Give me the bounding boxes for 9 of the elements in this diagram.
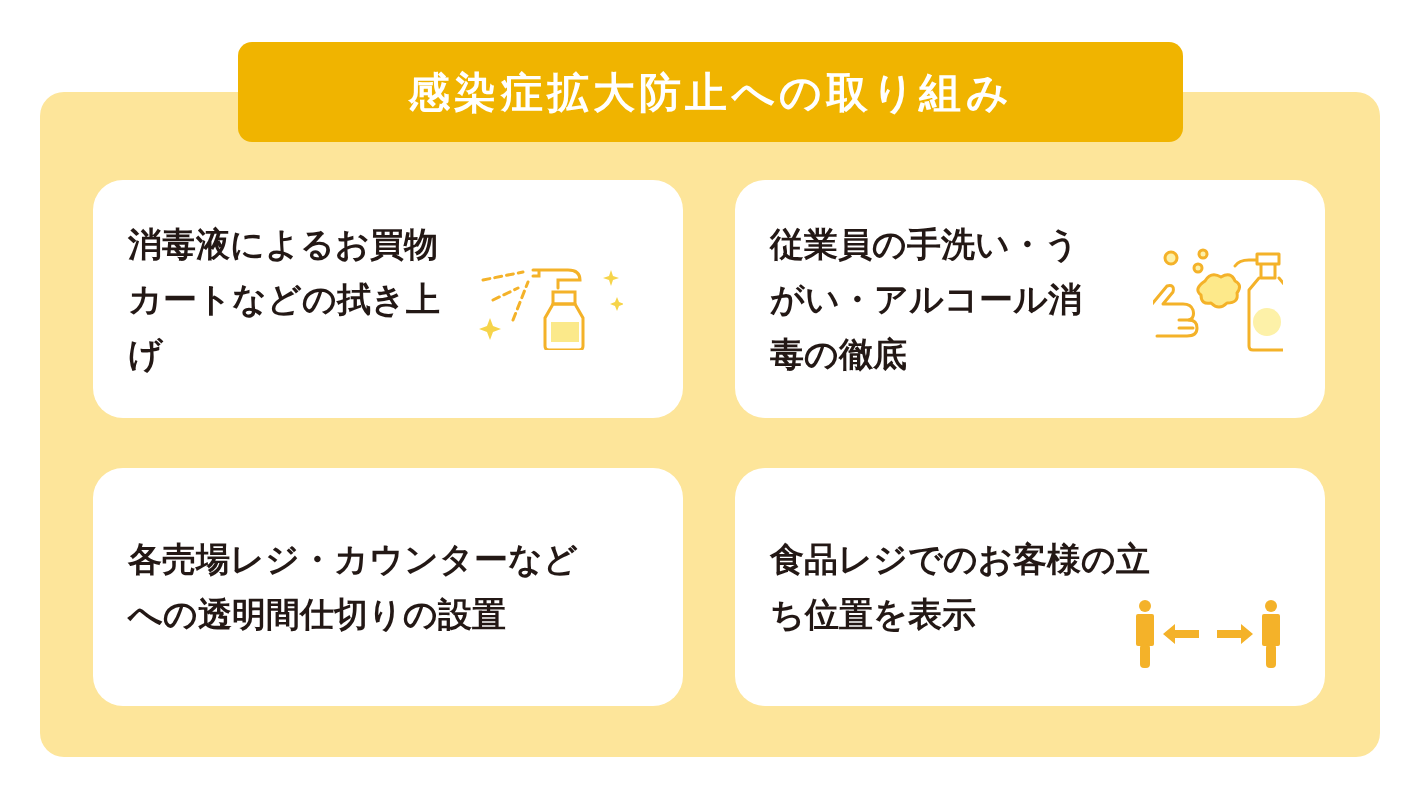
measure-card xyxy=(93,180,683,418)
measure-card xyxy=(93,468,683,706)
measure-text: 消毒液によるお買物カートなどの拭き上げ xyxy=(128,222,441,376)
measure-card xyxy=(735,180,1325,418)
measure-text: 従業員の手洗い・うがい・アルコール消毒の徹底 xyxy=(770,222,1083,376)
title-text: 感染症拡大防止への取り組み xyxy=(408,66,1013,119)
measure-text: 各売場レジ・カウンターなどへの透明間仕切りの設置 xyxy=(128,538,579,636)
measure-text: 食品レジでのお客様の立ち位置を表示 xyxy=(770,538,1151,636)
measure-card xyxy=(735,468,1325,706)
